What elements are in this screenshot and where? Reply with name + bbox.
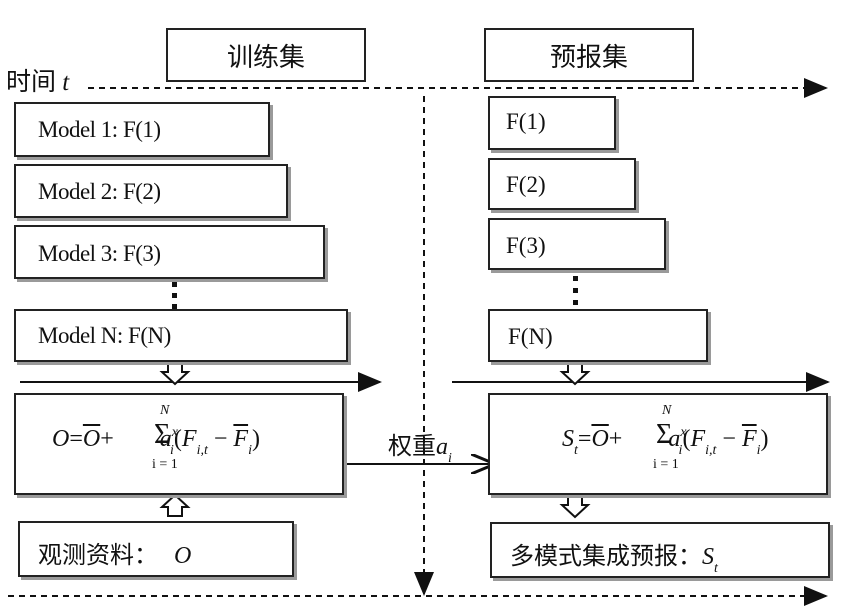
weight-label-text: 权重 <box>388 434 436 460</box>
training-set-label: 训练集 <box>226 42 305 72</box>
observation-up-arrow <box>159 493 191 517</box>
forecast-model-box-1: F(1) <box>488 96 616 150</box>
ensemble-output-box: 多模式集成预报：St <box>490 522 830 578</box>
forecast-sigma: Σ <box>656 419 673 450</box>
training-set-header: 训练集 <box>166 28 366 82</box>
training-formula-lhs: O <box>52 426 70 452</box>
training-sum-lower: i = 1 <box>152 457 178 472</box>
training-formula-box: O=O+ axi(Fi,t − Fi) N Σ i = 1 <box>14 393 344 495</box>
forecast-down-arrow <box>559 362 591 386</box>
forecast-model-label-n: F(N) <box>508 324 553 349</box>
forecast-formula-lhs-sub: t <box>574 443 578 458</box>
observation-label: 观测资料： O <box>38 535 191 570</box>
forecast-model-box-3: F(3) <box>488 218 666 270</box>
forecast-model-label-3: F(3) <box>506 233 546 258</box>
ensemble-output-sub: t <box>714 561 718 576</box>
observation-box: 观测资料： O <box>18 521 294 577</box>
training-formula: O=O+ axi(Fi,t − Fi) <box>52 425 260 458</box>
training-model-box-1: Model 1: F(1) <box>14 102 270 157</box>
training-down-arrow <box>159 362 191 386</box>
forecast-set-label: 预报集 <box>549 42 628 72</box>
forecast-output-down-arrow <box>559 495 591 519</box>
training-model-label-n: Model N: F(N) <box>38 323 171 348</box>
weight-label-sub: i <box>448 451 452 466</box>
ensemble-output-var: S <box>702 544 714 570</box>
training-sigma: Σ <box>154 419 171 450</box>
training-model-box-2: Model 2: F(2) <box>14 164 288 218</box>
observation-text: 观测资料： <box>38 543 158 569</box>
training-model-label-3: Model 3: F(3) <box>38 241 161 266</box>
training-model-label-1: Model 1: F(1) <box>38 117 161 142</box>
time-axis-text: 时间 <box>6 69 57 96</box>
forecast-model-box-n: F(N) <box>488 309 708 362</box>
forecast-set-header: 预报集 <box>484 28 694 82</box>
ensemble-output-text: 多模式集成预报： <box>510 544 702 570</box>
training-model-box-n: Model N: F(N) <box>14 309 348 362</box>
forecast-formula-lhs: S <box>562 426 574 452</box>
training-sum-upper: N <box>160 403 170 418</box>
training-model-label-2: Model 2: F(2) <box>38 179 161 204</box>
time-axis-label: 时间 t <box>6 62 69 98</box>
training-model-box-3: Model 3: F(3) <box>14 225 325 279</box>
forecast-model-label-2: F(2) <box>506 172 546 197</box>
weight-label-var: a <box>436 434 448 460</box>
forecast-formula-box: St=O+ axi(Fi,t − Fi) N Σ i = 1 <box>488 393 828 495</box>
forecast-model-box-2: F(2) <box>488 158 636 210</box>
forecast-sum-lower: i = 1 <box>653 457 679 472</box>
time-axis-var: t <box>62 69 70 96</box>
forecast-model-label-1: F(1) <box>506 109 546 134</box>
forecast-formula: St=O+ axi(Fi,t − Fi) <box>562 425 769 458</box>
forecast-ellipsis-dots <box>573 276 578 305</box>
forecast-sum-upper: N <box>662 403 672 418</box>
ensemble-output-label: 多模式集成预报：St <box>510 536 718 576</box>
training-ellipsis-dots <box>172 282 177 309</box>
observation-var: O <box>174 543 192 569</box>
weight-label: 权重ai <box>388 426 452 466</box>
